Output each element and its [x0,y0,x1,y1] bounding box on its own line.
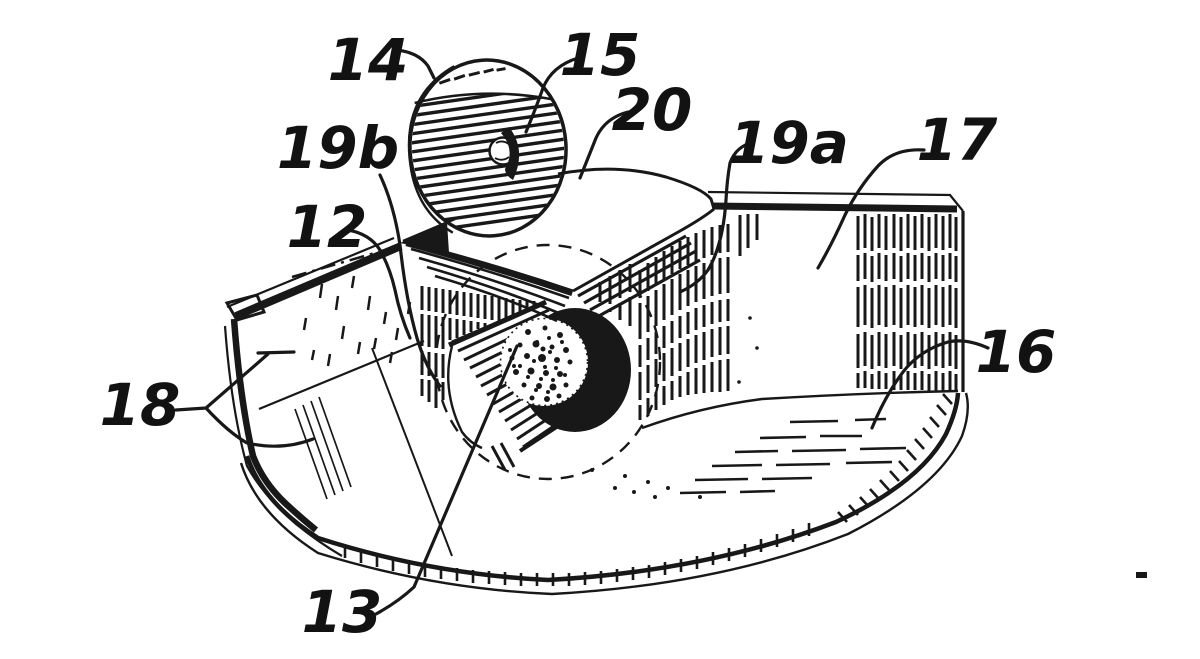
cover-plate-laminations-right [577,234,701,319]
reference-numerals: 14 15 20 19b 19a 17 12 16 18 13 [100,21,1057,646]
cover-plate-front-right-edge [572,207,715,293]
ref-label-20: 20 [612,76,693,144]
cover-plate-lamination-heavy [405,241,573,296]
ref-label-18: 18 [100,371,181,439]
base-plate [239,347,969,596]
ref-label-13: 13 [302,578,383,646]
ball-stipple [508,325,573,402]
ref-label-12: 12 [287,193,368,261]
double-tick-marks [490,442,516,471]
leader-line-17 [816,148,926,270]
print-artifact-dash [1136,572,1147,578]
wall-left-edge [230,318,319,533]
cover-plate-back-edge [557,167,716,210]
hub [488,127,520,180]
mechanism [420,286,631,471]
base-surface-dots [590,468,702,499]
leader-line-20 [578,110,630,180]
wall-lower-lines [294,396,352,500]
wall-fold-line [258,339,425,411]
wall-top-band-left [234,242,403,320]
leader-line-13 [374,344,519,616]
leader-line-15 [524,56,580,134]
disc-facet-chord [414,92,553,105]
leader-lines [174,48,990,616]
roller-bottom-edge [518,388,615,453]
base-surface-dashes [679,417,907,495]
wall-outer-face-line [223,325,343,557]
cover-plate-arrow-tip [400,222,449,253]
cover-plate-face [403,168,714,291]
base-rim-inner-edge [244,392,961,583]
right-wall [598,190,965,430]
ref-label-15: 15 [560,21,641,89]
leader-line-16 [870,339,990,430]
wall-top-line-right [707,190,964,212]
ref-label-14: 14 [328,26,409,94]
wall-top-band-right [710,202,958,213]
disc-wheel [406,50,570,238]
leader-line-18 [174,350,315,448]
wall-bottom-edge [641,389,959,430]
disc-facet-dashes [438,67,506,85]
base-seam-line [371,347,453,557]
ref-label-17: 17 [917,106,998,174]
wall-hatch-center-group [598,224,730,420]
base-rim-outer-edge [239,392,969,596]
ref-label-16: 16 [976,318,1057,386]
base-rim-hatching [343,393,953,586]
leader-line-19b [378,173,442,388]
dashed-hidden-circle [434,243,662,481]
wall-top-line-left [226,236,395,309]
disc-top-facet [414,50,553,104]
ball-edge [499,317,589,407]
leader-line-12 [346,228,412,340]
roller-end-cap [447,345,483,450]
cover-plate-laminations-left [410,247,570,323]
wall-wedge-hatch [420,286,536,408]
wall-stray-dots [737,316,759,384]
wall-hatch-right-group [856,214,958,391]
ref-label-19b: 19b [277,114,399,182]
ref-label-19a: 19a [729,109,849,177]
hub-shadow [501,127,520,180]
leader-line-19a [678,140,756,294]
disc-inner-rim [407,65,455,234]
wall-hatch-sparse [738,214,759,256]
leader-line-14 [394,48,436,80]
